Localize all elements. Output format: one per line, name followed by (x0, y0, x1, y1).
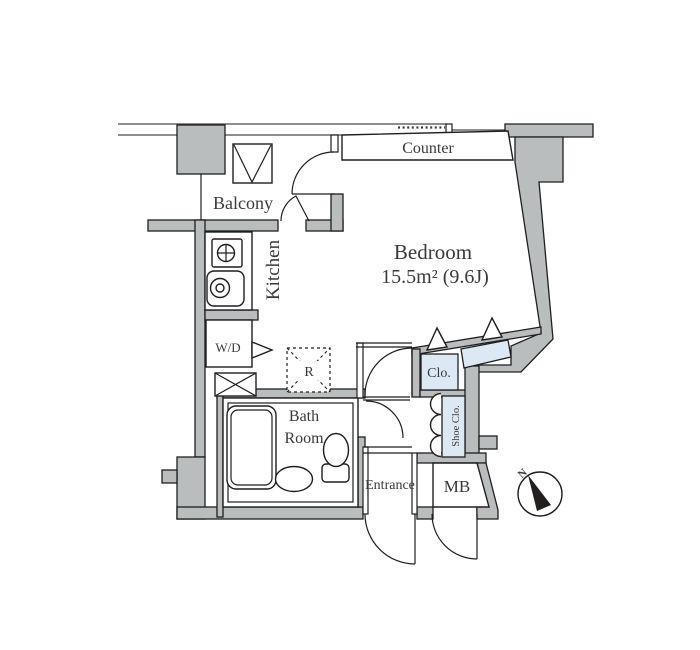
bathroom-door-swing (365, 400, 404, 439)
closet-left-wall (411, 348, 421, 398)
bathroom-left-wall (216, 388, 224, 518)
shoe-closet-label: Shoe Clo. (451, 405, 462, 446)
washer-dryer-label: W/D (215, 340, 240, 355)
kitchen-stub-wall (204, 309, 259, 321)
bedroom-area-label: 15.5m² (9.6J) (381, 266, 489, 288)
left-wall-notch (161, 469, 178, 484)
bedroom-threshold (356, 342, 412, 348)
bottom-wall-post (416, 506, 434, 520)
sink-drain-inner (215, 283, 225, 293)
washer-door-triangle (251, 340, 274, 360)
closet-door-triangle-right (480, 316, 504, 341)
entrance-label: Entrance (365, 478, 415, 493)
top-right-wall-bar (504, 123, 594, 138)
shoe-closet-box (441, 395, 466, 458)
bathroom-label-2: Room (284, 430, 324, 447)
balcony: Balcony (213, 143, 310, 222)
bottom-wall (176, 506, 364, 520)
meter-box-label: MB (444, 477, 470, 496)
washbasin-icon (274, 465, 314, 493)
closet-box (420, 353, 459, 391)
balcony-partition-wall (330, 193, 344, 232)
walls (147, 123, 594, 520)
entrance-area: Entrance MB (365, 462, 490, 508)
compass-needle (528, 475, 551, 511)
balcony-partition-panel (280, 195, 310, 222)
ac-unit-icon (232, 143, 273, 184)
closet-label: Clo. (427, 366, 451, 381)
bathtub-icon (226, 405, 277, 490)
closet-door-triangle-left (425, 326, 449, 351)
shoe-closet-accordion-door (429, 392, 442, 458)
balcony-door-swing (291, 151, 335, 195)
kitchen: Kitchen W/D R (204, 231, 331, 397)
compass-icon: N (516, 467, 563, 517)
kitchen-label: Kitchen (263, 239, 284, 300)
balcony-label: Balcony (213, 193, 273, 213)
window-end-cap (445, 123, 453, 134)
bedroom: Bedroom 15.5m² (9.6J) (381, 240, 489, 288)
refrigerator-space: R (286, 347, 331, 393)
balcony-door-jamb (330, 134, 339, 153)
thin-walls (200, 134, 418, 515)
bathtub-inner-line (230, 409, 273, 486)
entrance-door-swing (364, 513, 416, 565)
meter-box (432, 462, 490, 508)
hallway-threshold (363, 396, 410, 401)
closet-shelf-slanted (460, 339, 512, 369)
counter-top (341, 130, 514, 161)
refrigerator-label-bg (299, 361, 319, 380)
hallway-left-wall (356, 342, 364, 399)
toilet-bowl-icon (322, 432, 350, 468)
closets: Clo. Shoe Clo. (420, 316, 512, 458)
meter-box-door-swing (431, 513, 478, 560)
ac-unit-v-mark (233, 144, 272, 184)
shoe-closet-right-wall (464, 365, 480, 458)
counter-label: Counter (402, 140, 454, 157)
stove-burner-cross (217, 244, 235, 262)
balcony-bottom-wall (147, 219, 279, 232)
left-outer-wall (194, 219, 206, 458)
counter: Counter (341, 130, 514, 161)
doors (291, 151, 478, 565)
right-wall-stub (478, 435, 498, 450)
bathroom-label-1: Bath (289, 408, 319, 425)
bathroom: Bath Room (222, 397, 359, 508)
balcony-column (176, 124, 226, 175)
pipe-space-x-mark (214, 372, 257, 397)
entrance-step (363, 446, 412, 454)
bedroom-label: Bedroom (394, 240, 472, 264)
bedroom-door-swing (364, 347, 413, 396)
refrigerator-label: R (304, 365, 314, 380)
